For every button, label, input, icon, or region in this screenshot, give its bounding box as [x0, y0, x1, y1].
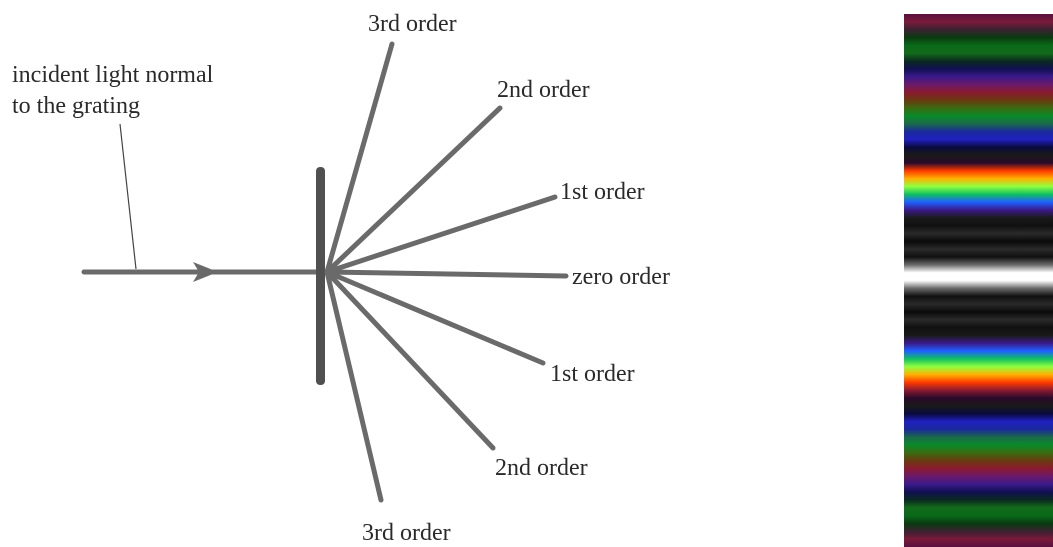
- label-top-2nd-order: 2nd order: [497, 77, 590, 103]
- incident-label-line-2: to the grating: [12, 93, 140, 119]
- ray-zero-order: [327, 272, 566, 276]
- grating-bar: [316, 167, 325, 385]
- label-bottom-3rd-order: 3rd order: [362, 520, 451, 546]
- ray-bottom-2nd-order: [327, 272, 493, 448]
- label-zero-order: zero order: [572, 264, 670, 290]
- label-bottom-2nd-order: 2nd order: [495, 455, 588, 481]
- label-pointer-line: [120, 124, 136, 269]
- incident-label-line-1: incident light normal: [12, 62, 214, 88]
- label-bottom-1st-order: 1st order: [550, 361, 635, 387]
- diffraction-spectrum-image: [904, 14, 1053, 547]
- ray-top-1st-order: [327, 197, 555, 272]
- ray-bottom-3rd-order: [327, 272, 381, 500]
- ray-bottom-1st-order: [327, 272, 543, 363]
- label-top-1st-order: 1st order: [560, 179, 645, 205]
- label-top-3rd-order: 3rd order: [368, 11, 457, 37]
